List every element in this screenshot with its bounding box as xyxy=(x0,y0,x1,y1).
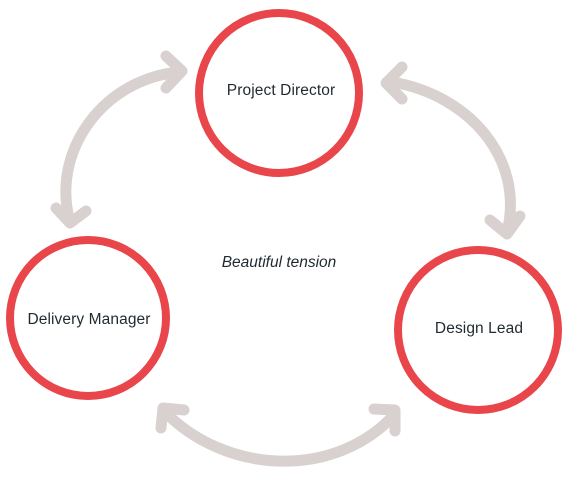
node-label-delivery-manager: Delivery Manager xyxy=(27,311,151,328)
center-caption: Beautiful tension xyxy=(221,254,337,271)
node-ring-design-lead xyxy=(394,246,562,414)
node-ring-project-director xyxy=(195,9,363,177)
node-ring-delivery-manager xyxy=(6,236,170,400)
arrow-director-to-design xyxy=(380,61,526,240)
arrow-director-to-delivery xyxy=(50,50,188,229)
arrow-delivery-to-design xyxy=(155,402,401,467)
node-label-design-lead: Design Lead xyxy=(434,320,524,337)
node-label-project-director: Project Director xyxy=(226,82,336,99)
